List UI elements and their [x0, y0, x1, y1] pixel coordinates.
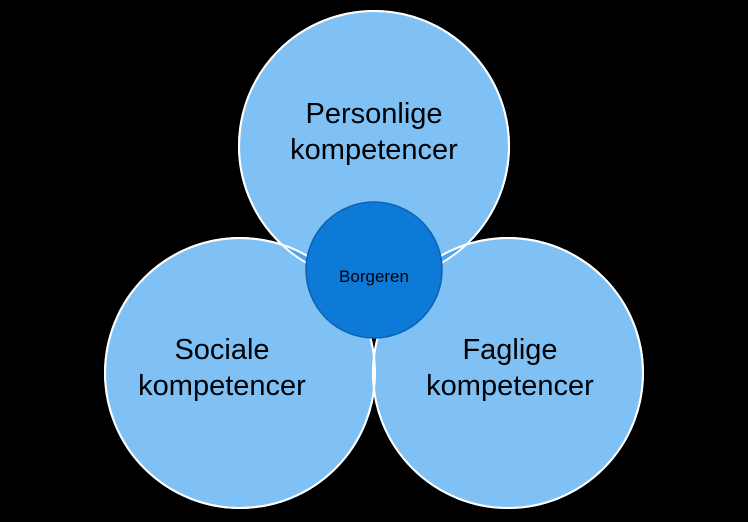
outline-faglige-circle — [372, 237, 644, 509]
label-personlige-line1: Personlige — [305, 98, 442, 130]
label-personlige-line2: kompetencer — [290, 134, 458, 166]
label-borgeren: Borgeren — [339, 267, 409, 286]
circle-borgeren-center[interactable] — [305, 201, 443, 339]
label-faglige-line2: kompetencer — [426, 370, 594, 402]
label-sociale-line2: kompetencer — [138, 370, 306, 402]
label-sociale-line1: Sociale — [174, 334, 269, 366]
label-faglige-line1: Faglige — [462, 334, 557, 366]
outline-sociale-circle — [104, 237, 376, 509]
labels-group: Personlige kompetencer Sociale kompetenc… — [138, 98, 594, 402]
